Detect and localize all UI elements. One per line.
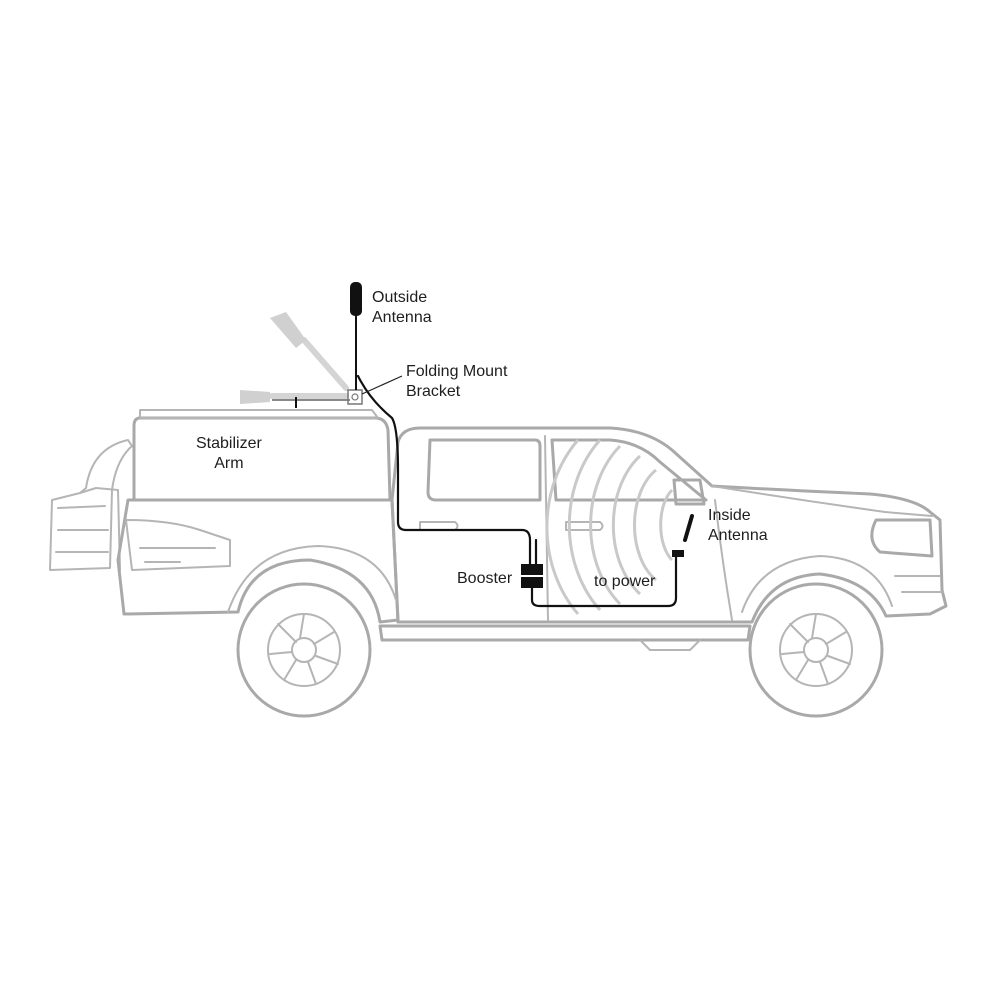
stabilizer-arm-label: Stabilizer Arm xyxy=(196,434,262,474)
stabilizer-arm-label-line2: Arm xyxy=(196,454,262,474)
folding-mount-bracket-label-line2: Bracket xyxy=(406,382,507,402)
front-wheel xyxy=(750,584,882,716)
rear-wheel xyxy=(238,584,370,716)
power-adapter xyxy=(672,550,684,557)
folding-mount-bracket-label: Folding Mount Bracket xyxy=(406,362,507,402)
inside-antenna-label-line1: Inside xyxy=(708,506,768,526)
folding-mount-leader xyxy=(362,376,402,394)
camper-shell xyxy=(134,410,392,500)
inside-antenna-label-line2: Antenna xyxy=(708,526,768,546)
stabilizer-arm-label-line1: Stabilizer xyxy=(196,434,262,454)
inside-antenna-label: Inside Antenna xyxy=(708,506,768,546)
booster-label: Booster xyxy=(457,569,512,589)
folded-antenna-ghost xyxy=(240,312,346,404)
antenna-cable xyxy=(358,376,530,566)
inside-antenna[interactable] xyxy=(685,516,692,540)
to-power-label: to power xyxy=(594,572,655,592)
outside-antenna-label: Outside Antenna xyxy=(372,288,432,328)
outside-antenna-label-line1: Outside xyxy=(372,288,432,308)
outside-antenna[interactable] xyxy=(350,282,362,390)
booster-unit[interactable] xyxy=(521,564,543,588)
folding-mount-bracket-label-line1: Folding Mount xyxy=(406,362,507,382)
folding-mount-bracket xyxy=(348,390,362,404)
outside-antenna-label-line2: Antenna xyxy=(372,308,432,328)
